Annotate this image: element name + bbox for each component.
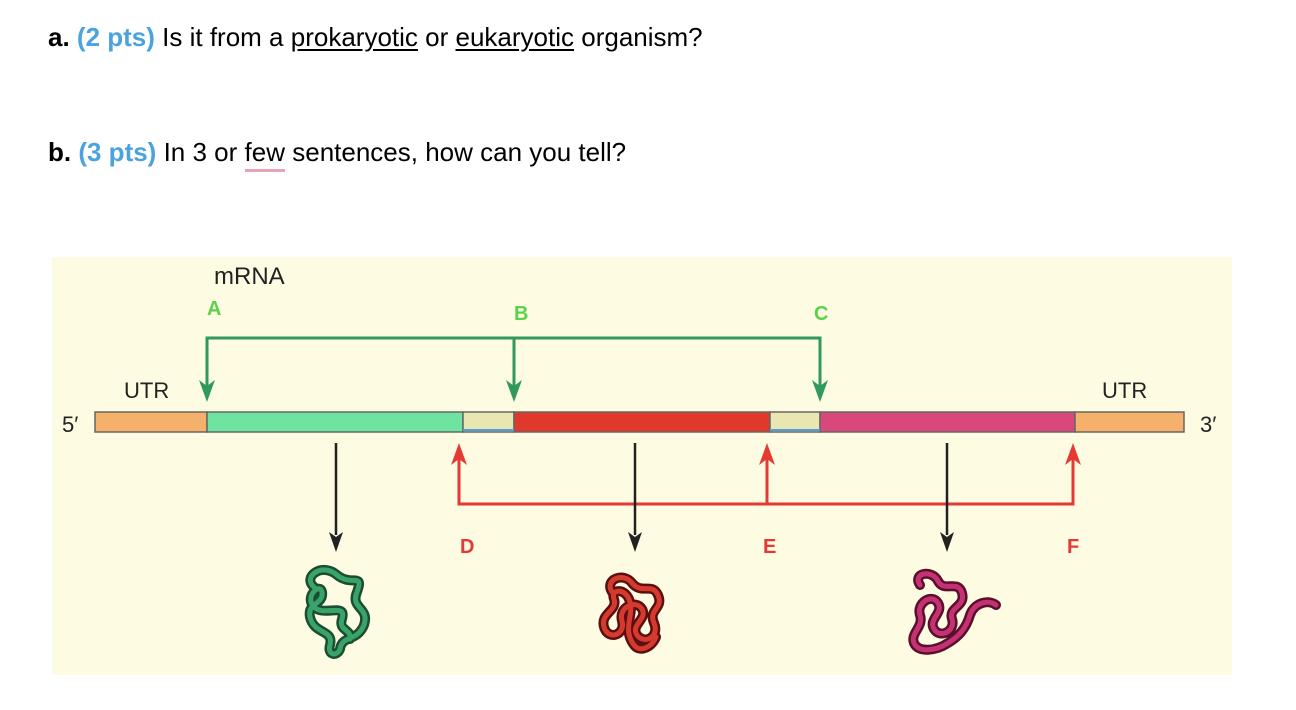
question-a-text-1: Is it from a [162,22,284,52]
three-prime-label: 3′ [1200,412,1216,437]
stop-label-e: E [763,536,776,558]
start-arrow-a [199,380,215,402]
start-label-b: B [514,303,528,325]
polycistronic-mrna-figure: mRNA 5′ 3′ UTR UTR A B C D E F [52,257,1232,675]
question-a: a. (2 pts) Is it from a prokaryotic or e… [48,22,703,53]
question-a-points: (2 pts) [76,22,155,52]
utr-3-segment [1074,411,1185,433]
stop-codon-bracket [457,455,1075,506]
option-prokaryotic: prokaryotic [290,22,418,52]
stop-arrow-f [1065,443,1081,465]
utr-left-label: UTR [124,378,169,403]
protein-1-icon [304,565,371,659]
gene-2-segment [513,411,771,433]
spellcheck-flagged-word[interactable]: few [244,137,286,172]
stop-arrow-e [759,443,775,465]
option-eukaryotic: eukaryotic [455,22,575,52]
stop-label-d: D [460,536,474,558]
stop-label-f: F [1067,536,1079,558]
gene-1-segment [206,411,464,433]
question-b-label: b. [48,137,72,167]
start-label-a: A [207,298,221,320]
five-prime-label: 5′ [62,412,78,437]
start-arrow-c [812,380,828,402]
question-b-text-1: In 3 or [163,137,238,167]
mrna-label: mRNA [214,263,285,290]
question-a-text-3: organism? [581,22,703,52]
question-b-points: (3 pts) [78,137,157,167]
mrna-strand [94,411,1185,433]
stop-arrow-d [451,443,467,465]
start-label-c: C [814,303,828,325]
question-b: b. (3 pts) In 3 or few sentences, how ca… [48,137,627,172]
stop-arrowheads [451,443,1081,465]
question-b-text-2: sentences, how can you tell? [292,137,627,167]
translation-arrows [329,443,954,552]
question-a-text-2: or [425,22,449,52]
gene-3-segment [819,411,1076,433]
start-codon-bracket [205,336,822,391]
protein-2-icon [598,572,665,654]
start-arrowheads [199,380,828,402]
mrna-diagram: mRNA 5′ 3′ UTR UTR A B C D E F [62,263,1216,659]
utr-5-segment [94,411,208,433]
protein-3-icon [908,568,1001,655]
start-arrow-b [506,380,522,402]
utr-right-label: UTR [1102,378,1147,403]
question-a-label: a. [48,22,70,52]
